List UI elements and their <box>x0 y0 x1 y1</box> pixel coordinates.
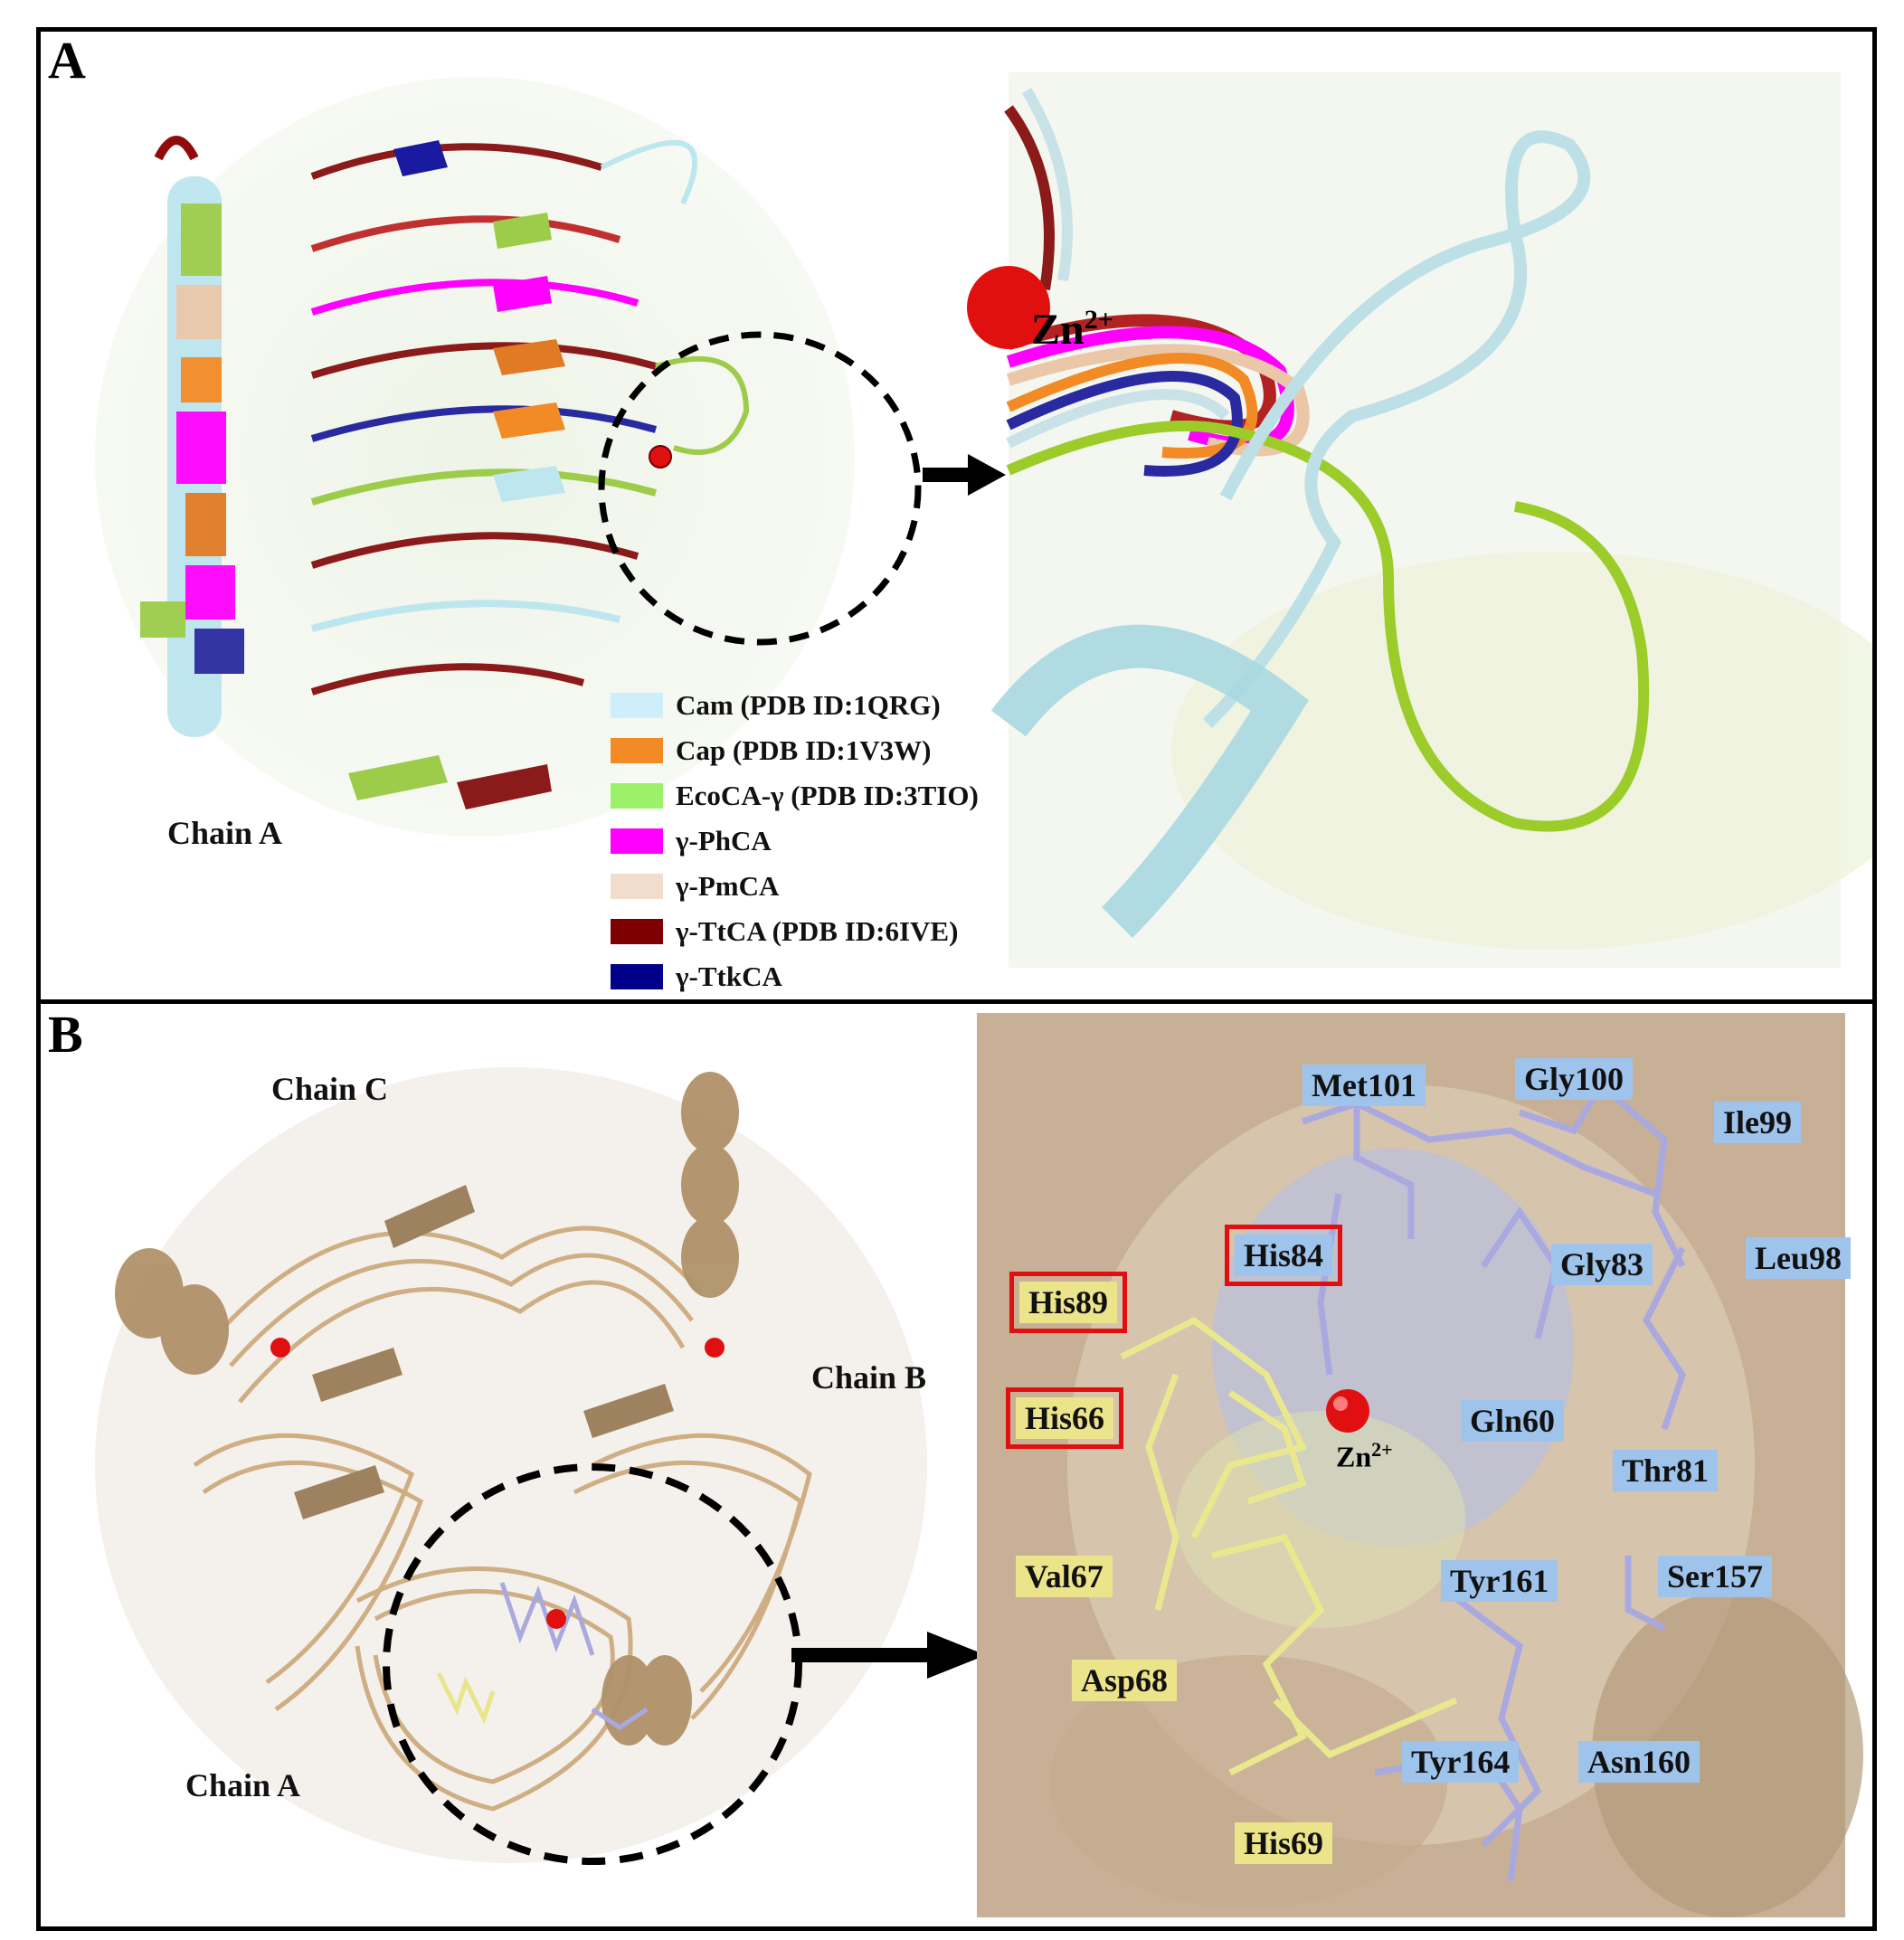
residue-label: Ser157 <box>1658 1556 1772 1597</box>
legend-swatch <box>611 964 663 989</box>
panel-a-zn-label: Zn2+ <box>1031 305 1113 355</box>
zoom-arrow <box>923 454 1006 496</box>
beta-helix-layers <box>310 143 658 696</box>
helix-column <box>140 136 244 737</box>
panel-a-zoom-view <box>967 72 1872 968</box>
legend-item: γ-TtCA (PDB ID:6IVE) <box>611 909 979 954</box>
legend-label: Cap (PDB ID:1V3W) <box>676 734 932 766</box>
legend-swatch <box>611 783 663 809</box>
panel-b-trimer-structure <box>95 1067 927 1863</box>
chain-a-label: Chain A <box>185 1767 301 1803</box>
legend-label: γ-TtCA (PDB ID:6IVE) <box>676 915 959 947</box>
residue-label: Tyr164 <box>1402 1741 1520 1783</box>
residue-label: Val67 <box>1016 1556 1113 1597</box>
legend-list: Cam (PDB ID:1QRG) Cap (PDB ID:1V3W) EcoCA-… <box>611 683 979 999</box>
panel-a-letter: A <box>48 31 86 90</box>
legend-item: Cap (PDB ID:1V3W) <box>611 728 979 773</box>
legend-item: EcoCA-γ (PDB ID:3TIO) <box>611 773 979 819</box>
panel-a-overview-structure <box>95 77 855 837</box>
legend-swatch <box>611 693 663 718</box>
legend-item: γ-PhCA <box>611 819 979 864</box>
zoom-circle <box>598 331 922 646</box>
residue-label: His84 <box>1224 1225 1343 1286</box>
legend-item: γ-TtkCA <box>611 954 979 999</box>
residue-label: Ile99 <box>1714 1102 1801 1143</box>
zn-label-b-sup: 2+ <box>1371 1438 1393 1461</box>
residue-label: Tyr161 <box>1441 1560 1558 1602</box>
chain-b-label: Chain B <box>811 1359 927 1396</box>
legend-item: Cam (PDB ID:1QRG) <box>611 683 979 728</box>
residue-label: Asn160 <box>1578 1741 1700 1783</box>
legend-label: γ-PhCA <box>676 825 772 856</box>
legend-swatch <box>611 828 663 854</box>
residue-label: Met101 <box>1302 1065 1426 1106</box>
legend-label: γ-TtkCA <box>676 961 782 992</box>
legend-swatch <box>611 874 663 899</box>
residue-label: His89 <box>1009 1272 1128 1333</box>
zn-ion <box>649 445 672 468</box>
panel-b: B <box>36 999 1877 1931</box>
zoom-arrow-b <box>791 1632 986 1679</box>
residue-label: Gln60 <box>1461 1400 1565 1442</box>
residue-label: His69 <box>1235 1822 1333 1864</box>
panel-b-letter: B <box>48 1005 83 1064</box>
residue-label: Asp68 <box>1072 1660 1178 1701</box>
beta-strands <box>348 140 565 809</box>
chain-c-label: Chain C <box>271 1071 389 1107</box>
zoom-circle-b <box>383 1463 802 1865</box>
panel-a-chain-label: Chain A <box>167 815 283 851</box>
legend-label: γ-PmCA <box>676 870 780 902</box>
zn-label-base: Zn <box>1031 306 1085 354</box>
legend-label: Cam (PDB ID:1QRG) <box>676 689 941 721</box>
zn-label-b-base: Zn <box>1336 1440 1372 1473</box>
panel-b-zn-label: Zn2+ <box>1336 1438 1393 1474</box>
legend: Cam (PDB ID:1QRG) Cap (PDB ID:1V3W) EcoCA-… <box>611 683 979 999</box>
zn-label-sup: 2+ <box>1084 305 1113 335</box>
legend-swatch <box>611 738 663 763</box>
legend-swatch <box>611 919 663 944</box>
residue-label: Gly83 <box>1551 1244 1653 1285</box>
residue-label: His66 <box>1005 1387 1124 1449</box>
panel-a: A <box>36 27 1877 1004</box>
residue-label: Gly100 <box>1515 1058 1634 1100</box>
legend-item: γ-PmCA <box>611 864 979 909</box>
residue-label: Leu98 <box>1746 1237 1852 1279</box>
residue-label: Thr81 <box>1613 1450 1719 1491</box>
legend-label: EcoCA-γ (PDB ID:3TIO) <box>676 780 979 811</box>
